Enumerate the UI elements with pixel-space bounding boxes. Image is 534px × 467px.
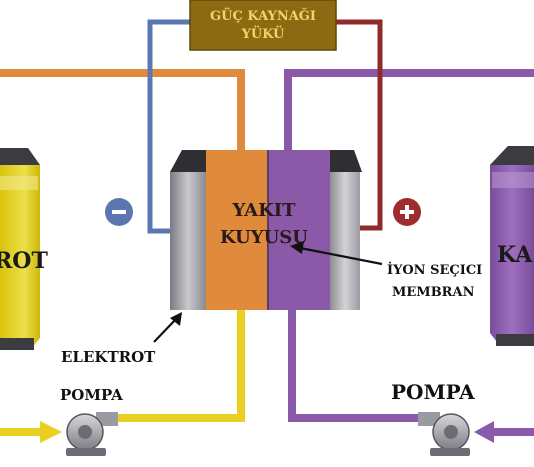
cell-label-2: KUYUSU: [220, 227, 308, 248]
pump-icon: [418, 412, 470, 456]
left-tank: ROT: [0, 148, 48, 350]
right-tank-label: KA: [497, 242, 533, 268]
pump-left-label: POMPA: [60, 386, 123, 404]
pump-right-label: POMPA: [391, 380, 475, 404]
membrane-pointer: [299, 246, 383, 266]
electrode-label: ELEKTROT: [61, 348, 156, 366]
catholyte-return-pipe: [288, 305, 420, 422]
pump-icon: [66, 412, 118, 456]
membrane-label-1: İYON SEÇICI: [387, 262, 482, 278]
right-tank: KA: [490, 146, 534, 346]
power-supply-box: [189, 0, 337, 51]
negative-wire: [147, 19, 190, 234]
plus-icon: [393, 198, 421, 226]
arrow-icon: [40, 421, 62, 443]
purple-pipe-top: [284, 69, 534, 150]
membrane-label-2: MEMBRAN: [392, 285, 475, 300]
power-supply-label-1: GÜÇ KAYNAĞI: [210, 7, 316, 24]
left-tank-label: ROT: [0, 248, 48, 274]
arrow-icon: [474, 421, 494, 443]
fuel-cell-stack: YAKIT KUYUSU: [170, 150, 362, 310]
arrow-icon: [170, 312, 182, 326]
cell-label-1: YAKIT: [231, 200, 296, 221]
anolyte-return-pipe: [112, 305, 245, 422]
electrode-pointer: [153, 317, 178, 343]
power-supply-label-2: YÜKÜ: [241, 25, 285, 42]
positive-wire: [336, 19, 383, 231]
catholyte-compartment: [268, 150, 330, 310]
arrow-icon: [290, 241, 304, 254]
orange-pipe-top: [0, 69, 245, 150]
minus-icon: [105, 198, 133, 226]
anolyte-compartment: [206, 150, 268, 310]
